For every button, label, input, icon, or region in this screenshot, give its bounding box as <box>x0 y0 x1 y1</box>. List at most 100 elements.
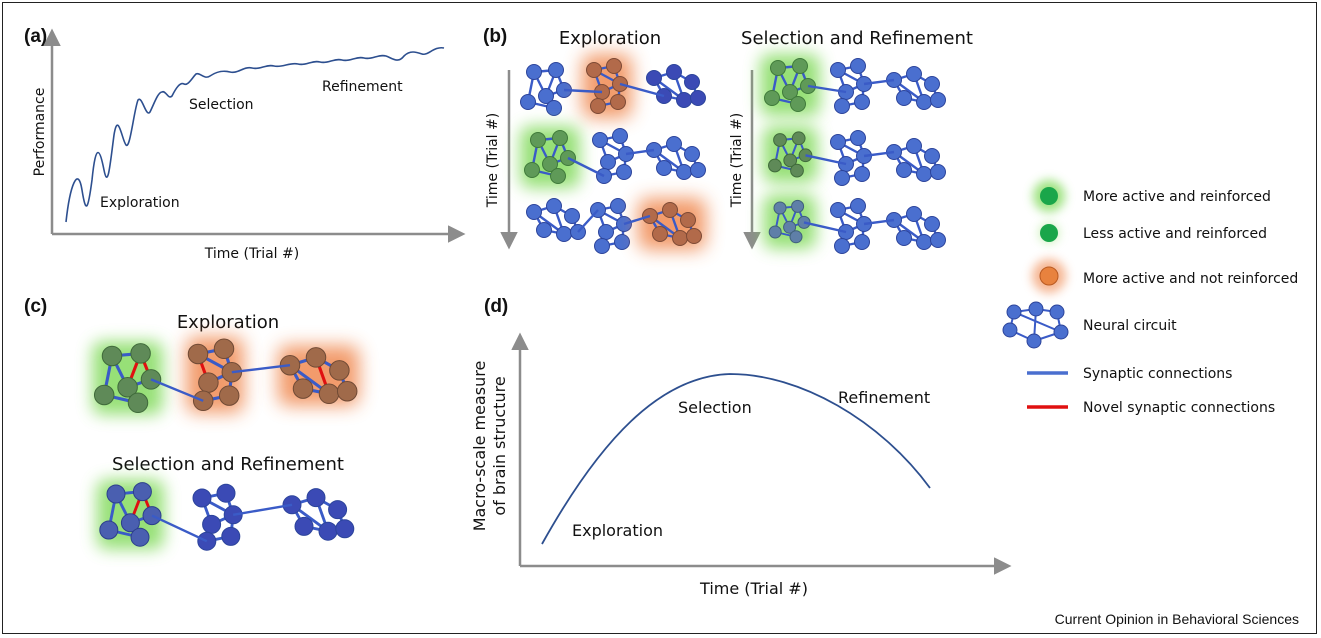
panel-d: (d) Macro-scale measure of brain structu… <box>470 296 1012 598</box>
neuron-node <box>192 488 212 508</box>
neuron-node <box>834 238 850 254</box>
neuron-node <box>916 234 932 250</box>
neuron-node <box>202 514 222 534</box>
panel-b-axis-label-2: Time (Trial #) <box>729 113 745 208</box>
inter-cluster-synapse <box>623 214 651 226</box>
neuron-node <box>830 62 846 78</box>
neuron-node <box>854 234 870 250</box>
legend-label-5: Synaptic connections <box>1083 366 1232 382</box>
neuron-node <box>834 98 850 114</box>
neuron-node <box>556 226 572 242</box>
inter-cluster-synapse <box>150 378 204 402</box>
neuron-node <box>530 132 546 148</box>
neuron-node <box>318 521 338 541</box>
b-expl-r3-c1 <box>526 198 586 242</box>
credit-line: Current Opinion in Behavioral Sciences <box>1055 611 1299 627</box>
neuron-node <box>924 148 940 164</box>
neuron-node <box>791 199 805 213</box>
c-sel-c1 <box>96 479 164 550</box>
inter-cluster-synapse <box>805 154 847 166</box>
neuron-node <box>790 96 806 112</box>
neuron-node <box>773 133 787 147</box>
neuron-node <box>930 232 946 248</box>
panel-b-title-exploration: Exploration <box>559 28 661 49</box>
c-expl-c2 <box>186 336 244 413</box>
panel-b: (b) Exploration Selection and Refinement… <box>483 26 973 254</box>
panel-d-ylabel-line2: of brain structure <box>490 376 509 515</box>
inter-cluster-synapse <box>563 88 603 94</box>
neuron-node <box>850 130 866 146</box>
b-expl-r2-c1 <box>520 126 580 188</box>
neuron-node <box>916 94 932 110</box>
neuron-node <box>906 66 922 82</box>
neuron-node <box>586 62 602 78</box>
panel-b-axis-label-1: Time (Trial #) <box>485 113 501 208</box>
neuron-node <box>616 164 632 180</box>
inter-cluster-synapse <box>232 503 293 516</box>
neuron-node <box>646 70 662 86</box>
neuron-node <box>768 158 782 173</box>
legend-label-2: Less active and reinforced <box>1083 226 1267 242</box>
neuron-node <box>526 64 542 80</box>
neuron-node <box>552 130 568 146</box>
panel-d-label-selection: Selection <box>678 398 752 417</box>
c-expl-c1 <box>92 341 163 415</box>
panel-a-xlabel: Time (Trial #) <box>204 246 299 262</box>
panel-d-xlabel: Time (Trial #) <box>699 579 808 598</box>
neuron-node <box>854 166 870 182</box>
b-sel-r2-c2 <box>830 130 872 186</box>
inter-cluster-synapse <box>803 221 847 234</box>
neuron-node <box>542 156 558 172</box>
neuron-node <box>218 385 240 406</box>
b-sel-r3-c3 <box>886 206 946 250</box>
inter-cluster-synapse <box>625 148 655 156</box>
neuron-node <box>294 516 314 536</box>
neuron-node <box>783 220 797 234</box>
neuron-node <box>594 238 610 254</box>
neuron-node <box>834 170 850 186</box>
neuron-node <box>526 204 542 220</box>
legend-label-1: More active and reinforced <box>1083 189 1271 205</box>
neuron-node <box>684 74 700 90</box>
neuron-node <box>906 206 922 222</box>
neuron-node <box>764 90 780 106</box>
neuron-node <box>656 160 672 176</box>
neuron-node <box>328 500 348 520</box>
legend: More active and reinforced Less active a… <box>1002 180 1298 416</box>
inter-cluster-synapse <box>863 78 895 86</box>
inter-cluster-synapse <box>151 514 208 543</box>
brain-structure-curve <box>541 373 931 545</box>
neuron-node <box>130 343 151 364</box>
inter-cluster-synapse <box>567 156 605 178</box>
panel-c: (c) Exploration Selection and Refinement <box>24 296 360 551</box>
inter-cluster-synapse <box>863 218 895 226</box>
neuron-node <box>598 224 614 240</box>
neuron-node <box>101 345 123 367</box>
panel-b-title-selection-refinement: Selection and Refinement <box>741 28 973 49</box>
neuron-node <box>318 383 340 405</box>
c-sel-c2 <box>192 483 243 551</box>
neuron-node <box>99 520 119 540</box>
green-node-strong-core <box>1040 187 1058 205</box>
neuron-node <box>546 198 562 214</box>
panel-d-label-exploration: Exploration <box>572 521 663 540</box>
neuron-node <box>676 164 692 180</box>
neuron-node <box>600 154 616 170</box>
neuron-node <box>120 513 140 533</box>
c-sel-c3 <box>282 488 355 541</box>
neuron-node <box>782 84 798 100</box>
neuron-node <box>686 228 702 244</box>
legend-label-3: More active and not reinforced <box>1083 271 1298 287</box>
neuron-node <box>680 212 696 228</box>
neuron-node <box>924 76 940 92</box>
inter-cluster-synapse <box>619 82 665 98</box>
b-expl-r3-c3 <box>638 198 706 250</box>
orange-node-core <box>1039 266 1059 286</box>
neuron-node <box>906 138 922 154</box>
b-sel-r1-c1 <box>760 54 820 116</box>
neuron-node <box>590 98 606 114</box>
neuron-node <box>789 230 803 244</box>
panel-d-tag: (d) <box>484 296 508 317</box>
